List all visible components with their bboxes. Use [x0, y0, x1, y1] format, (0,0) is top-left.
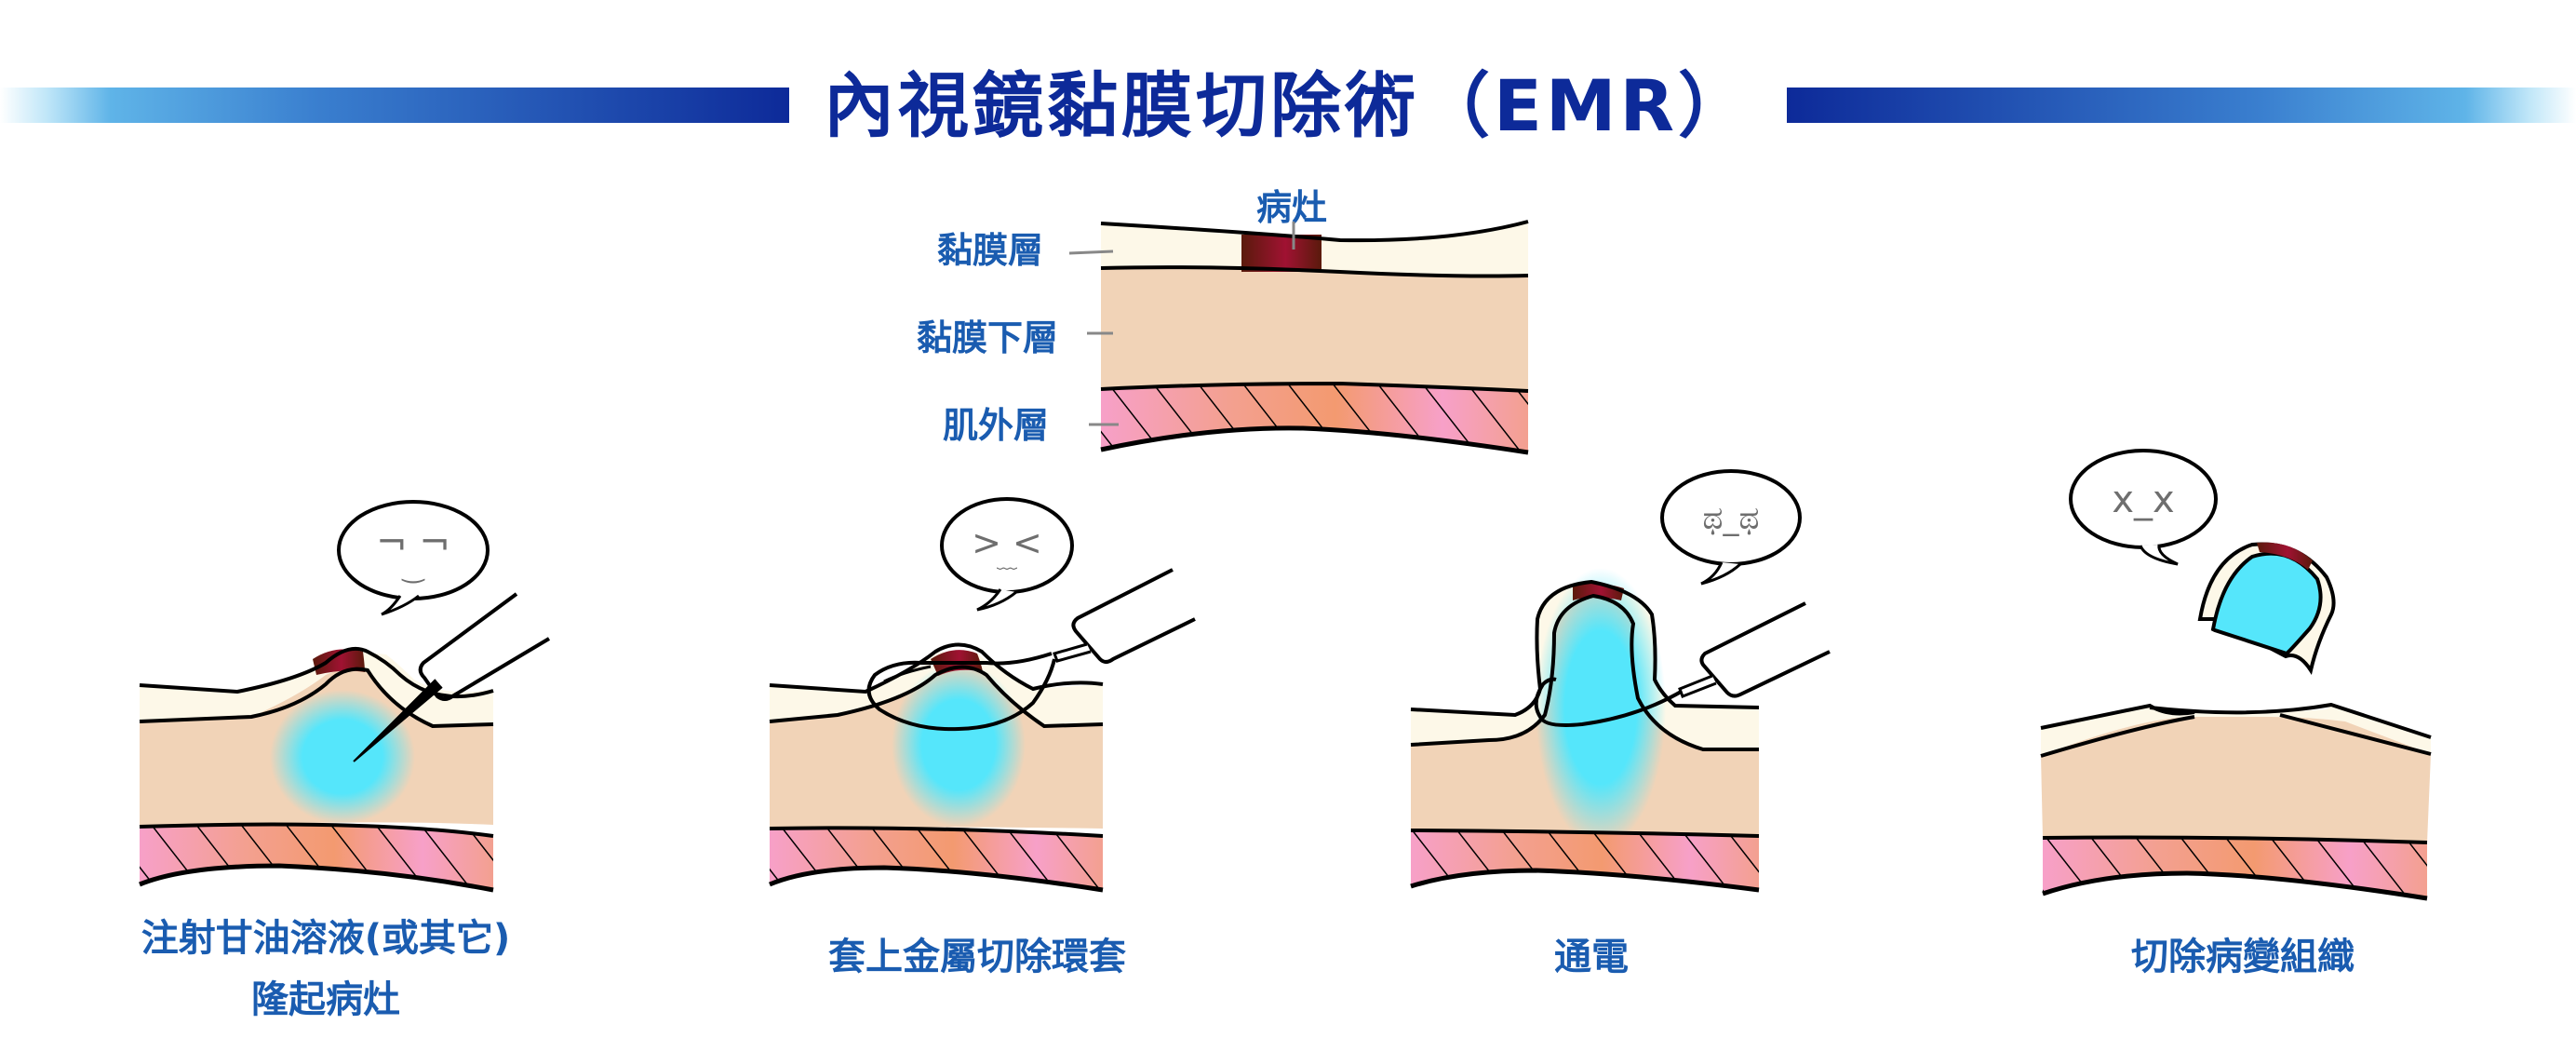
step-1-caption: 注射甘油溶液(或其它) 隆起病灶 [141, 917, 511, 1021]
bubble-emoticon: ಥ_ಥ [1703, 500, 1760, 537]
fluid-bubble [270, 690, 415, 824]
bubble-emoticon: > < [972, 522, 1042, 563]
svg-text:﹏: ﹏ [997, 550, 1017, 573]
svg-text:‿: ‿ [401, 553, 425, 584]
label-mucosa: 黏膜層 [937, 230, 1044, 271]
label-muscularis: 肌外層 [943, 405, 1050, 446]
page-title: 內視鏡黏膜切除術（EMR） [823, 64, 1753, 147]
step-4-resection-illustration: x_x [2040, 449, 2432, 901]
step-2-snare-illustration: > < ﹏ [769, 497, 1196, 893]
label-lesion: 病灶 [1256, 187, 1328, 228]
label-submucosa: 黏膜下層 [917, 317, 1059, 358]
bubble-emoticon: x_x [2112, 479, 2174, 521]
title-gradient-bar-left [0, 88, 789, 123]
step-3-caption: 通電 [1554, 936, 1629, 978]
step-3-electrocautery-illustration: ಥ_ಥ [1410, 469, 1831, 893]
title-gradient-bar-right [1787, 88, 2576, 123]
step-2-caption: 套上金屬切除環套 [828, 936, 1126, 978]
lesion [1241, 235, 1322, 272]
bubble-emoticon: ¬ ¬ [376, 521, 450, 564]
step-4-caption: 切除病變組織 [2131, 936, 2355, 978]
step-1-injection-illustration: ¬ ¬ ‿ [139, 500, 551, 893]
anatomy-diagram [1068, 220, 1529, 455]
